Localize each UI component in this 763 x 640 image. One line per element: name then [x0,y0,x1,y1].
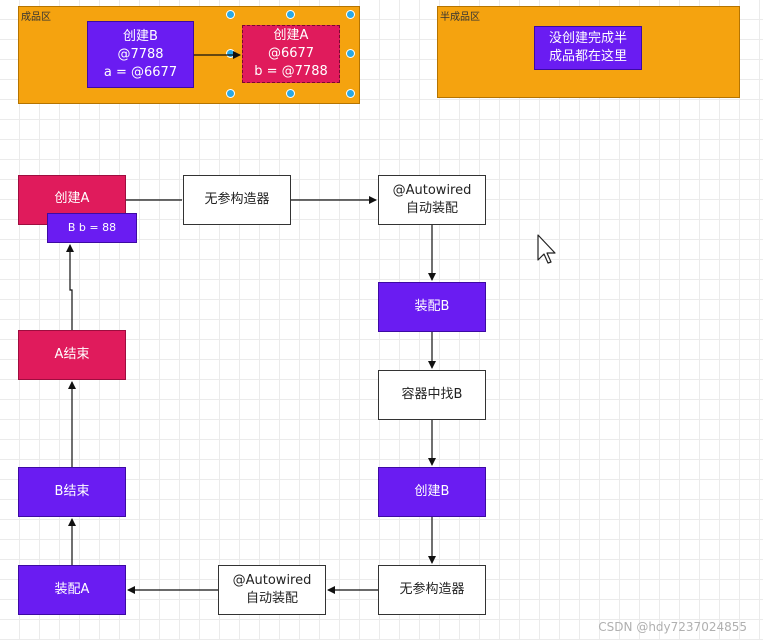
finished-create-a-line-2: @6677 [267,46,315,61]
flow-assemble-b-node[interactable]: 装配B [378,282,486,332]
finished-zone-label: 成品区 [21,12,51,23]
flow-autowired-top-line-1: @Autowired [392,183,472,198]
flow-autowired-top-line-2: 自动装配 [405,201,458,216]
selection-handle-n[interactable] [286,10,295,19]
finished-create-b-line-2: @7788 [117,46,164,62]
semi-note-line-2: 成品都在这里 [548,49,627,64]
watermark: CSDN @hdy7237024855 [598,620,747,634]
flow-autowired-bottom-line-1: @Autowired [232,573,312,588]
flow-autowired-bottom-node[interactable]: @Autowired 自动装配 [218,565,326,615]
selection-handle-w[interactable] [226,49,235,58]
edge-a-end-to-create-a [66,244,74,330]
finished-create-a-node[interactable]: 创建A @6677 b = @7788 [242,25,340,83]
finished-create-a-line-3: b = @7788 [254,64,328,79]
finished-create-a-line-1: 创建A [273,28,309,43]
mouse-pointer-icon [537,234,556,264]
flow-assemble-a-node[interactable]: 装配A [18,565,126,615]
finished-create-b-line-3: a = @6677 [103,64,178,80]
flow-ctor-bottom-node[interactable]: 无参构造器 [378,565,486,615]
selection-handle-e[interactable] [346,49,355,58]
flow-find-b-node[interactable]: 容器中找B [378,370,486,420]
flow-ctor-top-node[interactable]: 无参构造器 [183,175,291,225]
semi-finished-zone-label: 半成品区 [440,12,480,23]
semi-note-node[interactable]: 没创建完成半 成品都在这里 [534,26,642,70]
flow-create-b-node[interactable]: 创建B [378,467,486,517]
b-field-label[interactable]: B b = 88 [47,213,137,243]
flow-b-end-node[interactable]: B结束 [18,467,126,517]
selection-handle-se[interactable] [346,89,355,98]
flow-autowired-bottom-line-2: 自动装配 [245,591,298,606]
selection-handle-s[interactable] [286,89,295,98]
selection-handle-ne[interactable] [346,10,355,19]
semi-note-line-1: 没创建完成半 [548,31,627,46]
finished-create-b-node[interactable]: 创建B @7788 a = @6677 [87,21,194,88]
selection-handle-nw[interactable] [226,10,235,19]
flow-autowired-top-node[interactable]: @Autowired 自动装配 [378,175,486,225]
flow-a-end-node[interactable]: A结束 [18,330,126,380]
finished-create-b-line-1: 创建B [123,28,158,44]
selection-handle-sw[interactable] [226,89,235,98]
